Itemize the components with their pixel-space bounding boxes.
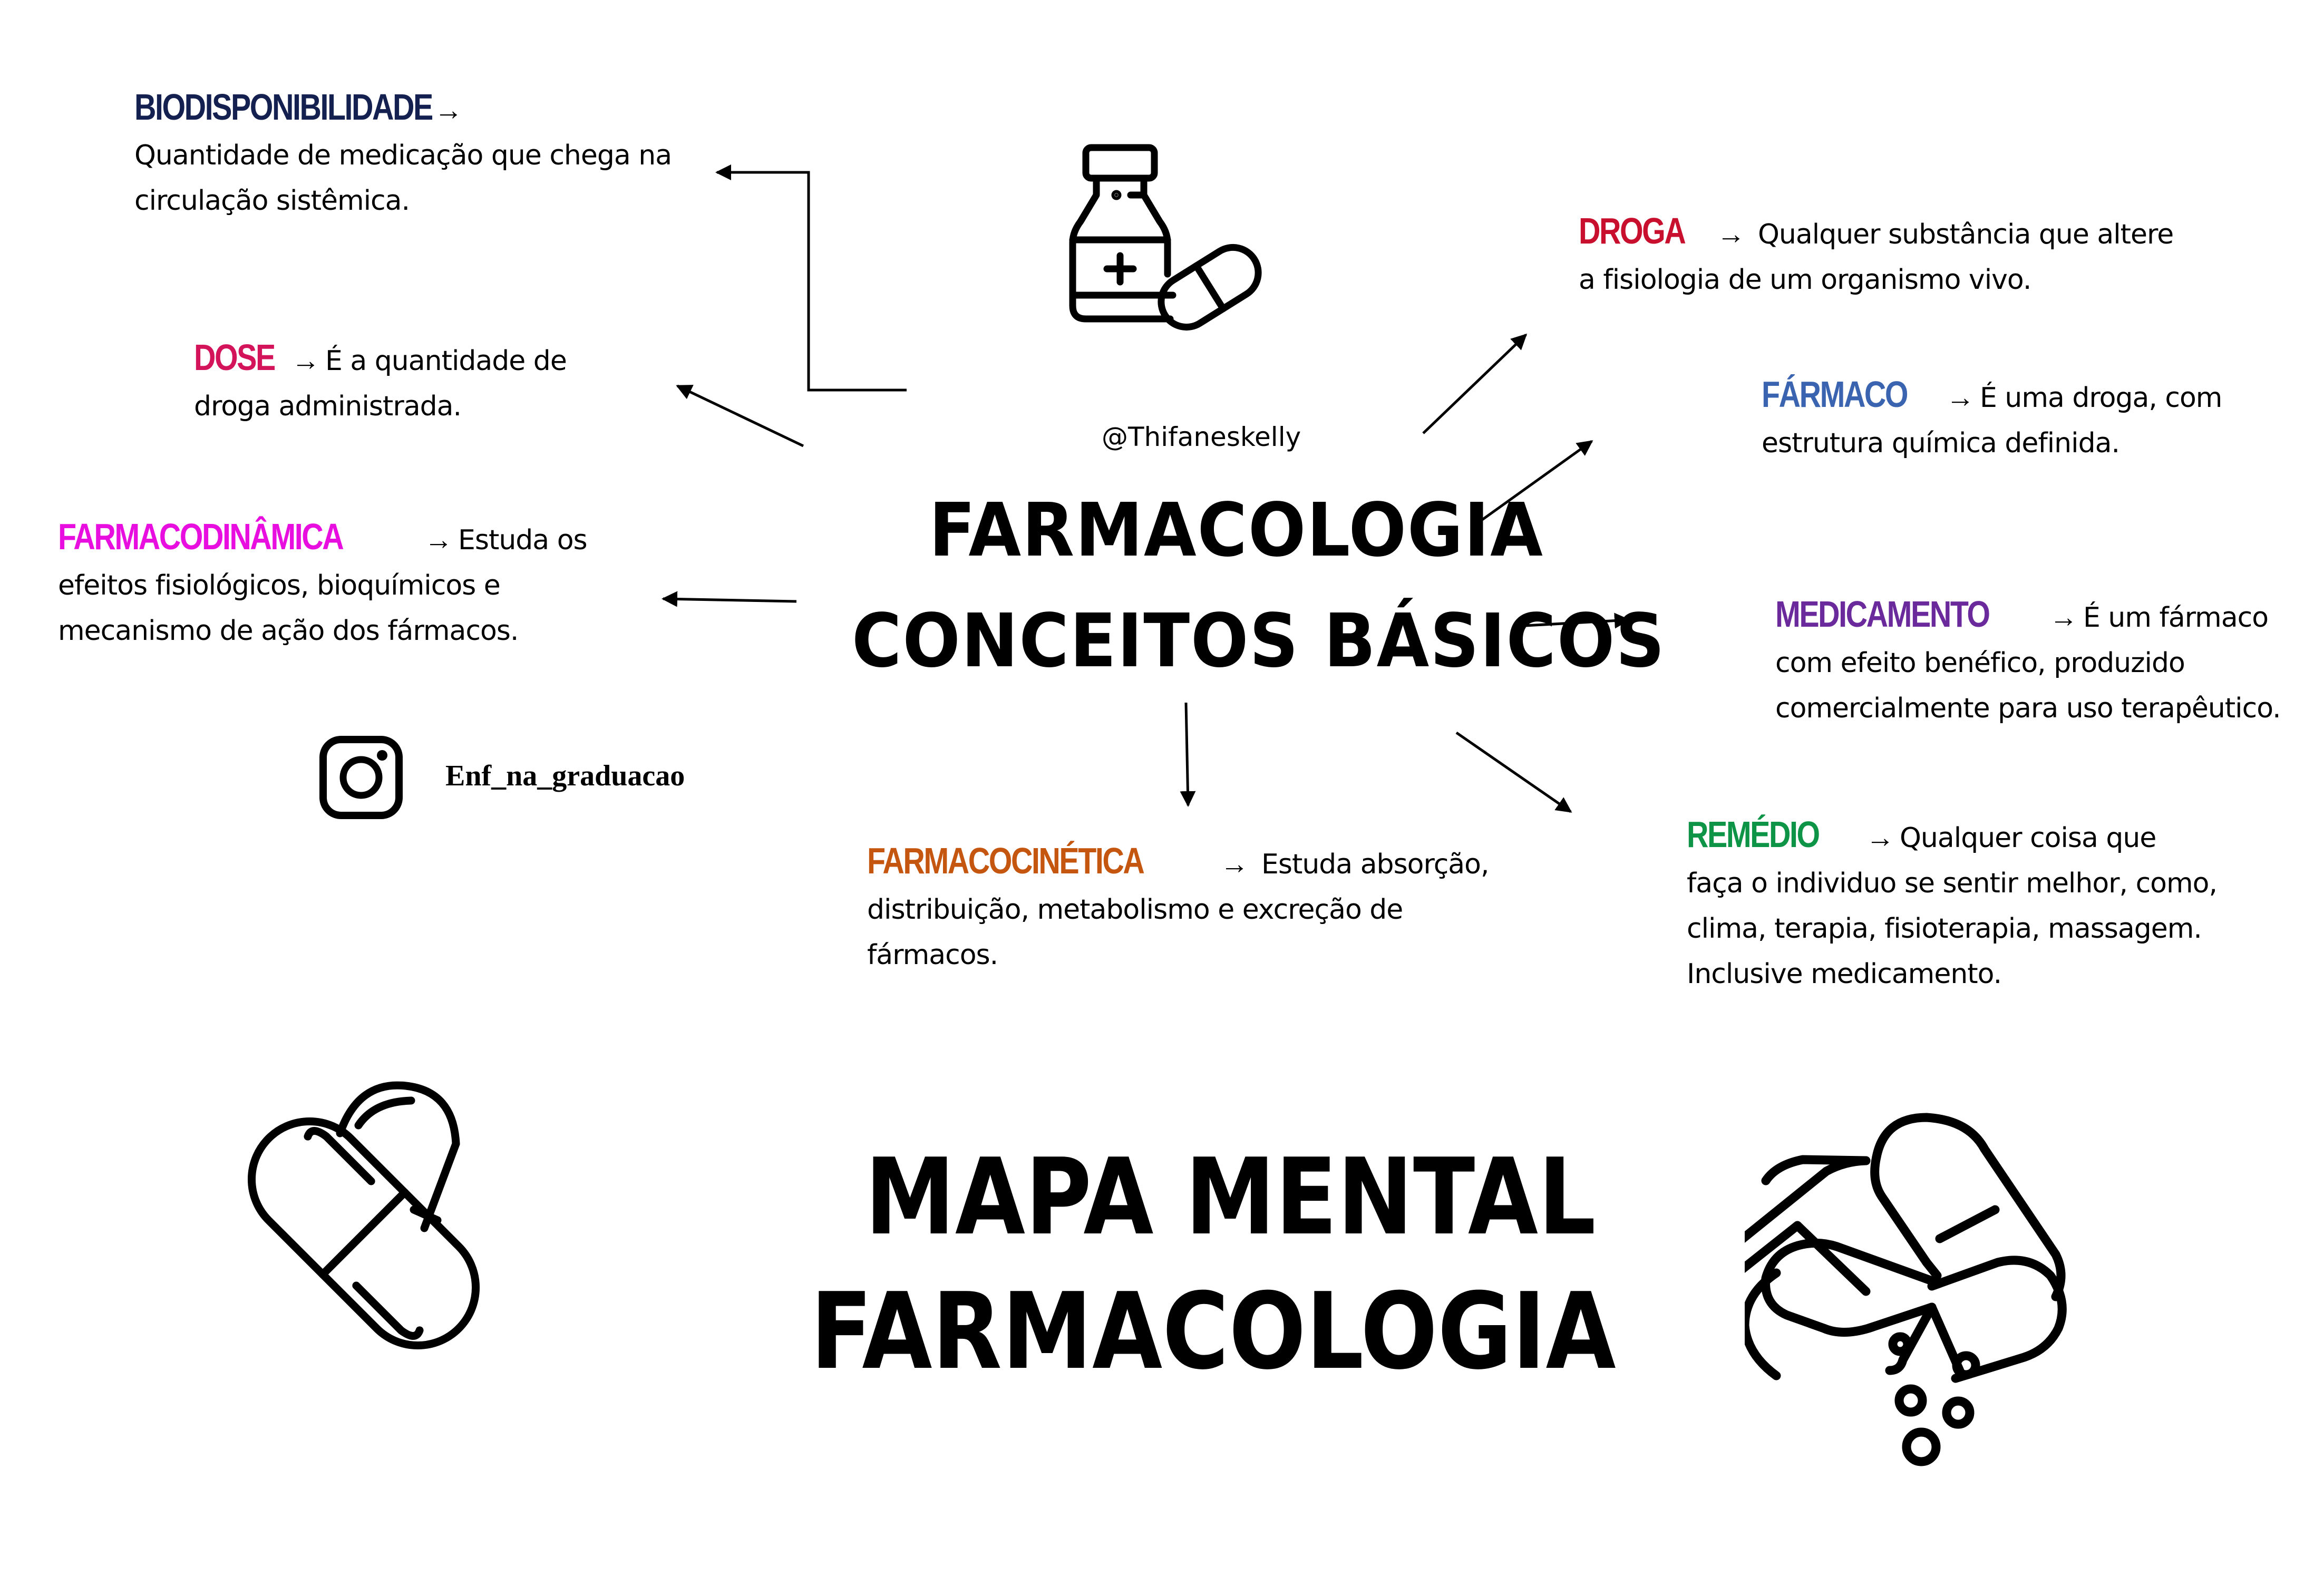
concept-medicamento: MEDICAMENTO →É um fármaco com efeito bené… [1775, 591, 2281, 731]
arrow-to-medicamento [1524, 612, 1630, 629]
arrow-right-icon: → [1866, 822, 1894, 853]
definition-line: Quantidade de medicação que chega na [134, 140, 672, 171]
concept-biodisponibilidade: BIODISPONIBILIDADE→ Quantidade de medica… [134, 84, 672, 223]
definition-line: Qualquer substância que altere [1758, 219, 2174, 250]
definition-line: droga administrada. [194, 391, 462, 422]
open-capsules-icon [1745, 1113, 2067, 1466]
footer-title-line1: MAPA MENTAL [864, 1136, 1596, 1259]
definition-line: estrutura química definida. [1762, 427, 2120, 459]
term-medicamento: MEDICAMENTO [1775, 594, 1990, 635]
definition-line: clima, terapia, fisioterapia, massagem. [1687, 913, 2202, 945]
definition-line: mecanismo de ação dos fármacos. [58, 615, 519, 647]
term-dose: DOSE [194, 337, 276, 378]
definition-line: faça o individuo se sentir melhor, como, [1687, 868, 2218, 899]
definition-line: fármacos. [867, 939, 998, 971]
central-title-line2: CONCEITOS BÁSICOS [852, 598, 1666, 684]
definition-line: a fisiologia de um organismo vivo. [1579, 264, 2031, 296]
term-droga: DROGA [1579, 210, 1686, 251]
arrow-to-farmacodinamica [662, 591, 797, 607]
arrow-right-icon: → [1717, 218, 1745, 250]
medicine-bottle-icon [1069, 144, 1262, 331]
arrow-right-icon: → [424, 524, 453, 556]
term-farmacodinamica: FARMACODINÂMICA [58, 516, 344, 557]
definition-line: É a quantidade de [325, 345, 567, 377]
term-remedio: REMÉDIO [1687, 814, 1820, 855]
definition-line: É uma droga, com [1980, 382, 2222, 414]
concept-farmacocinetica: FARMACOCINÉTICA → Estuda absorção, distrib… [867, 838, 1490, 978]
capsule-pills-icon [247, 1081, 480, 1350]
arrow-to-remedio [1455, 731, 1572, 813]
instagram-handle[interactable]: Enf_na_graduacao [445, 760, 685, 792]
concept-remedio: REMÉDIO →Qualquer coisa que faça o indivi… [1687, 812, 2218, 997]
definition-line: com efeito benéfico, produzido [1775, 647, 2185, 679]
concept-droga: DROGA → Qualquer substância que altere a f… [1579, 208, 2174, 303]
arrow-to-farmaco [1481, 440, 1593, 521]
concept-farmacodinamica: FARMACODINÂMICA →Estuda os efeitos fisiol… [58, 514, 588, 654]
arrow-right-icon: → [434, 94, 463, 126]
definition-line: circulação sistêmica. [134, 185, 410, 217]
arrow-to-droga [1422, 333, 1528, 434]
definition-line: Estuda os [458, 524, 588, 556]
arrow-right-icon: → [2049, 601, 2078, 633]
footer-title-line2: FARMACOLOGIA [810, 1270, 1616, 1393]
definition-line: Qualquer coisa que [1900, 822, 2156, 854]
concept-dose: DOSE →É a quantidade de droga administrad… [194, 335, 567, 429]
instagram-icon[interactable] [319, 735, 403, 820]
definition-line: distribuição, metabolismo e excreção de [867, 894, 1403, 926]
definition-line: É um fármaco [2083, 602, 2269, 634]
term-farmacocinetica: FARMACOCINÉTICA [867, 840, 1145, 881]
arrow-right-icon: → [1946, 382, 1975, 413]
definition-line: comercialmente para uso terapêutico. [1775, 693, 2281, 724]
definition-line: Estuda absorção, [1261, 849, 1490, 880]
central-title-line1: FARMACOLOGIA [929, 488, 1544, 573]
definition-line: Inclusive medicamento. [1687, 958, 2002, 990]
arrow-right-icon: → [291, 345, 320, 376]
definition-line: efeitos fisiológicos, bioquímicos e [58, 570, 501, 601]
arrow-to-biodisponibilidade [715, 164, 907, 392]
arrow-to-farmacocinetica [1180, 702, 1196, 807]
term-biodisponibilidade: BIODISPONIBILIDADE [134, 86, 433, 128]
author-handle: @Thifaneskelly [1102, 422, 1301, 452]
term-farmaco: FÁRMACO [1762, 374, 1909, 415]
arrow-to-dose [676, 384, 804, 448]
arrow-right-icon: → [1220, 848, 1249, 880]
concept-farmaco: FÁRMACO →É uma droga, com estrutura quími… [1762, 372, 2222, 466]
